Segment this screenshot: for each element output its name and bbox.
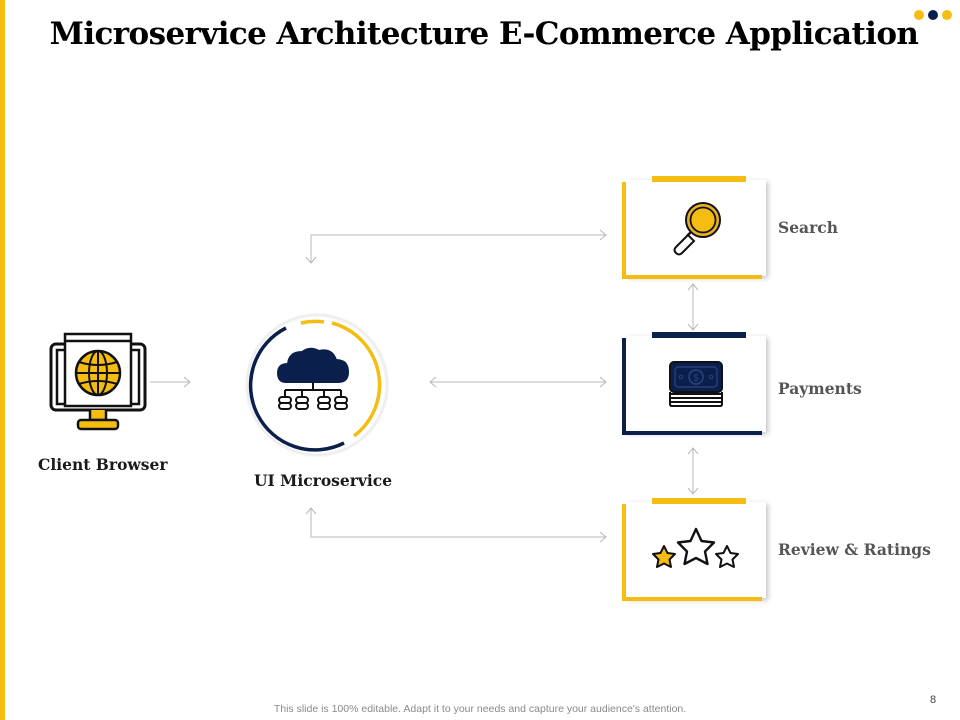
card-top-bar [652,332,746,338]
card-top-bar [652,498,746,504]
connector-search-payments [687,283,699,331]
client-browser-label: Client Browser [38,455,168,474]
footer-note: This slide is 100% editable. Adapt it to… [273,703,687,715]
magnifier-icon [673,202,721,256]
cloud-network-icon [276,347,350,410]
card-bracket [622,504,762,601]
left-accent-bar [0,0,5,720]
decorative-dots [914,10,952,20]
card-bracket [622,182,762,279]
slide-title: Microservice Architecture E-Commerce App… [49,16,919,52]
svg-text:$: $ [693,373,699,384]
stars-rating-icon [652,527,739,568]
payments-card[interactable]: $ [622,332,766,435]
globe-monitor-icon [49,332,147,431]
card-top-bar [652,176,746,182]
dot-yellow [914,10,924,20]
search-label: Search [778,218,838,237]
client-browser-node [48,332,148,434]
dot-yellow [942,10,952,20]
connector-payments-review [687,447,699,495]
ui-microservice-ring [245,313,389,457]
connector-client-to-ui [150,376,191,388]
search-card[interactable] [622,176,766,279]
card-bracket [622,338,762,435]
dot-navy [928,10,938,20]
connector-ui-search [305,229,607,264]
connector-ui-payments [429,376,607,388]
connector-ui-review [305,507,607,543]
page-number: 8 [930,694,937,706]
payments-label: Payments [778,379,862,398]
ui-microservice-label: UI Microservice [254,471,393,490]
review-ratings-card[interactable] [622,498,766,601]
money-stack-icon: $ [669,361,723,407]
review-ratings-label: Review & Ratings [778,540,931,559]
ui-microservice-node [244,312,390,458]
